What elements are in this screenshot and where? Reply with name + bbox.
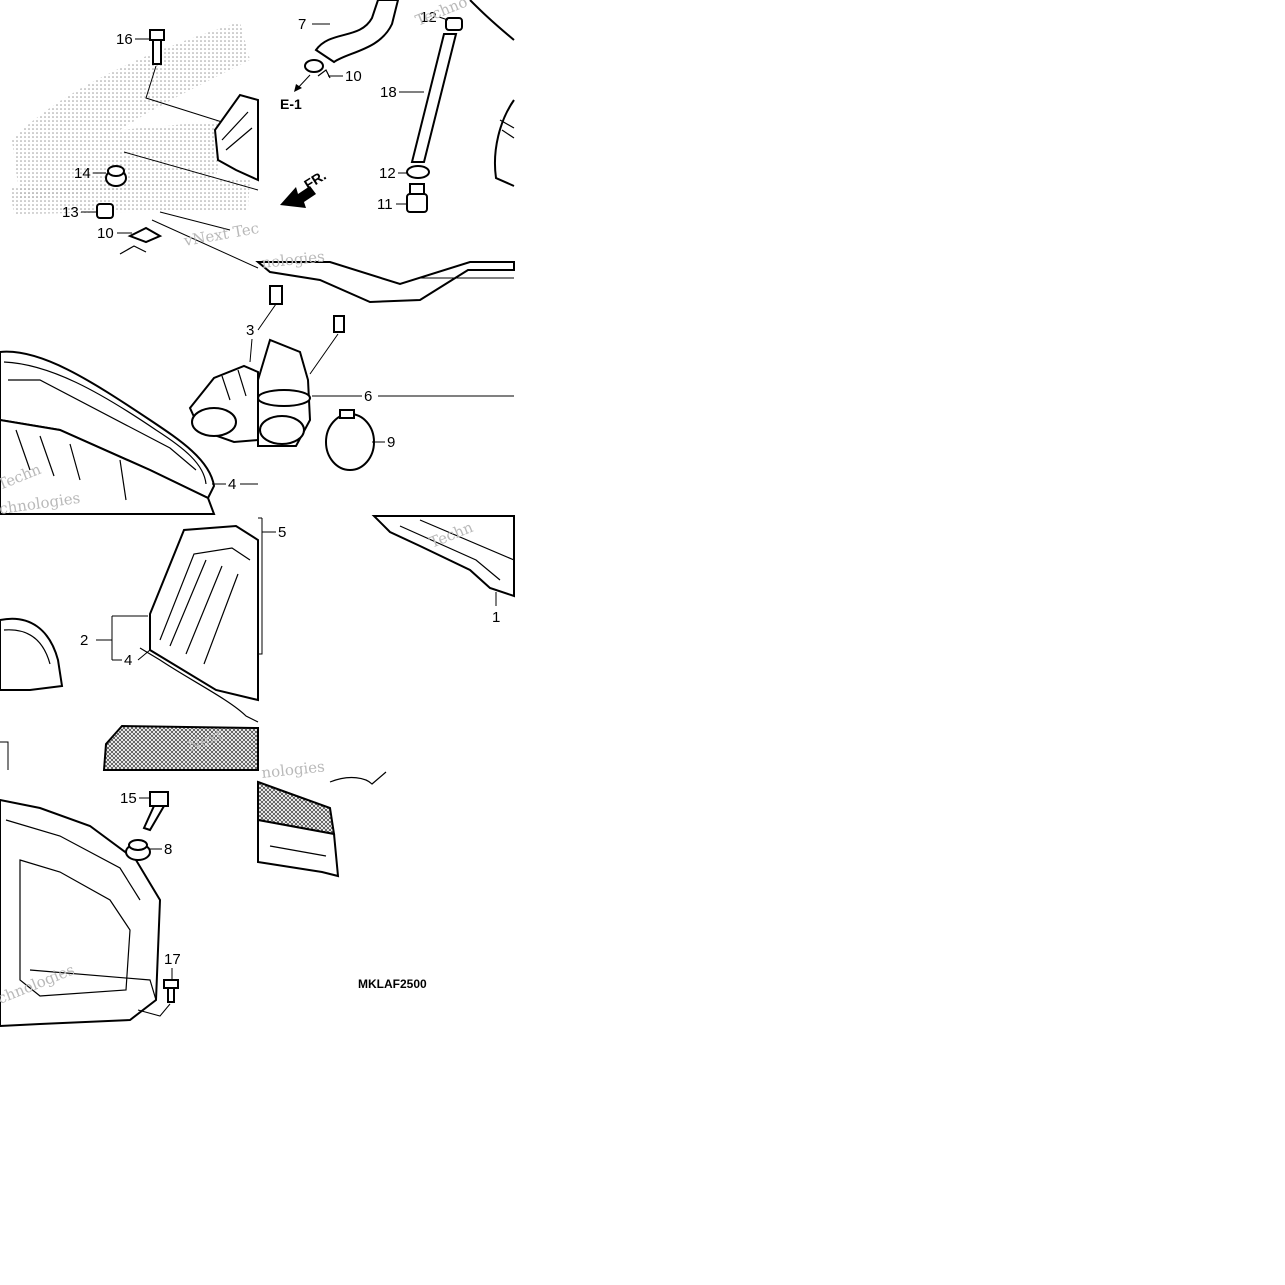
watermark: nologies xyxy=(261,757,326,782)
brand-wing-logo xyxy=(12,22,250,200)
clip-10-right-shape xyxy=(304,59,331,79)
air-cleaner-lid-shape xyxy=(0,350,216,500)
element-frame-2-shape xyxy=(149,524,259,702)
front-direction-label: FR. xyxy=(301,167,329,193)
part-number-7: 7 xyxy=(298,16,306,33)
tile-middle-left xyxy=(0,350,259,515)
grommet-14-shape xyxy=(105,165,127,187)
part-number-4-lower: 4 xyxy=(124,652,132,669)
tile-top-middle xyxy=(280,0,515,213)
part-number-4-upper: 4 xyxy=(228,476,236,493)
part-number-18: 18 xyxy=(380,84,397,101)
tile-bottom-left xyxy=(0,791,179,1028)
part-number-12-bottom: 12 xyxy=(379,165,396,182)
part-number-10-left: 10 xyxy=(97,225,114,242)
tile-top-left xyxy=(10,22,259,269)
plug-11-shape xyxy=(406,183,428,213)
filter-element-shape xyxy=(102,724,259,771)
part-number-10-right: 10 xyxy=(345,68,362,85)
watermark: vNext Tec xyxy=(182,219,261,250)
diagram-code: MKLAF2500 xyxy=(358,977,427,991)
part-number-1: 1 xyxy=(492,609,500,626)
tile-bottom-middle xyxy=(257,771,387,878)
clamp-12-bottom-shape xyxy=(406,165,430,179)
part-number-16: 16 xyxy=(116,31,133,48)
part-number-11: 11 xyxy=(377,196,393,213)
tile-middle-middle xyxy=(255,261,515,471)
part-number-2: 2 xyxy=(80,632,88,649)
connecting-tube-6-shape xyxy=(257,338,312,447)
part-number-14: 14 xyxy=(74,165,91,182)
air-cleaner-case-shape xyxy=(0,798,162,1028)
reference-e1: E-1 xyxy=(280,96,302,112)
part-number-3: 3 xyxy=(246,322,254,339)
part-number-12-top: 12 xyxy=(420,9,437,26)
hose-band-9-shape xyxy=(325,409,375,471)
grommet-8-shape xyxy=(125,839,151,861)
part-number-17: 17 xyxy=(164,951,181,968)
part-number-8: 8 xyxy=(164,841,172,858)
tile-center-left xyxy=(0,524,259,771)
front-direction-arrow xyxy=(280,186,316,208)
part-number-5: 5 xyxy=(278,524,286,541)
clip-10-left-shape xyxy=(119,226,163,255)
hose-18-shape xyxy=(410,33,458,163)
screw-17-shape xyxy=(163,979,179,1003)
bolt-15-shape xyxy=(142,791,169,832)
part-number-9: 9 xyxy=(387,434,395,451)
hose-7-shape xyxy=(314,0,400,64)
intake-duct-3-shape xyxy=(188,364,259,444)
part-number-13: 13 xyxy=(62,204,79,221)
bolt-16-shape xyxy=(149,29,165,65)
part-number-15: 15 xyxy=(120,790,137,807)
collar-13-shape xyxy=(96,203,114,219)
clamp-12-top-shape xyxy=(445,17,463,31)
part-number-6: 6 xyxy=(364,388,372,405)
tile-center-middle xyxy=(258,515,515,655)
